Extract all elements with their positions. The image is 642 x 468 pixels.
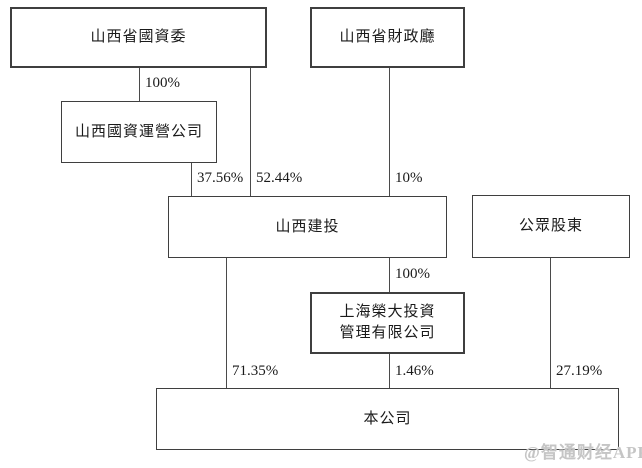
node-label: 山西國資運營公司 xyxy=(74,123,203,140)
node-shanxi-state-capital-operation-co: 山西國資運營公司 xyxy=(61,101,217,163)
edge-line-public-shareholders-to-company xyxy=(550,258,551,388)
ownership-percent-label: 71.35% xyxy=(232,363,279,379)
node-label-line-2: 管理有限公司 xyxy=(339,325,436,341)
edge-line-sasac-to-jiantou xyxy=(250,68,251,196)
edge-line-sasac-to-state-capital-operation xyxy=(139,68,140,101)
ownership-percent-label: 37.56% xyxy=(197,170,244,186)
ownership-percent-label: 100% xyxy=(145,75,180,91)
node-label-line-1: 上海榮大投資 xyxy=(339,304,436,320)
node-label: 公眾股東 xyxy=(518,218,583,234)
node-label: 山西省財政廳 xyxy=(339,29,436,45)
ownership-percent-label: 27.19% xyxy=(556,363,603,379)
node-shanghai-rongda-investment-management: 上海榮大投資 管理有限公司 xyxy=(310,292,465,354)
edge-line-state-capital-operation-to-jiantou xyxy=(191,163,192,196)
node-shanxi-jiantou: 山西建投 xyxy=(168,196,447,258)
node-label: 本公司 xyxy=(363,410,412,427)
ownership-percent-label: 10% xyxy=(395,170,423,186)
edge-line-rongda-to-company xyxy=(389,354,390,388)
node-shanxi-provincial-sasac: 山西省國資委 xyxy=(10,7,267,68)
ownership-percent-label: 1.46% xyxy=(395,363,434,379)
node-the-company: 本公司 xyxy=(156,388,619,450)
node-label: 山西省國資委 xyxy=(90,29,187,45)
node-shanxi-provincial-finance-dept: 山西省財政廳 xyxy=(310,7,465,68)
edge-line-jiantou-to-company xyxy=(226,258,227,388)
node-label: 山西建投 xyxy=(275,218,340,235)
node-public-shareholders: 公眾股東 xyxy=(472,195,630,258)
edge-line-finance-dept-to-jiantou xyxy=(389,68,390,196)
watermark-zhitong-finance: @智通财经APP xyxy=(524,443,642,462)
edge-line-jiantou-to-rongda xyxy=(389,258,390,292)
ownership-percent-label: 100% xyxy=(395,266,430,282)
ownership-percent-label: 52.44% xyxy=(256,170,303,186)
node-label: 上海榮大投資 管理有限公司 xyxy=(339,302,435,344)
